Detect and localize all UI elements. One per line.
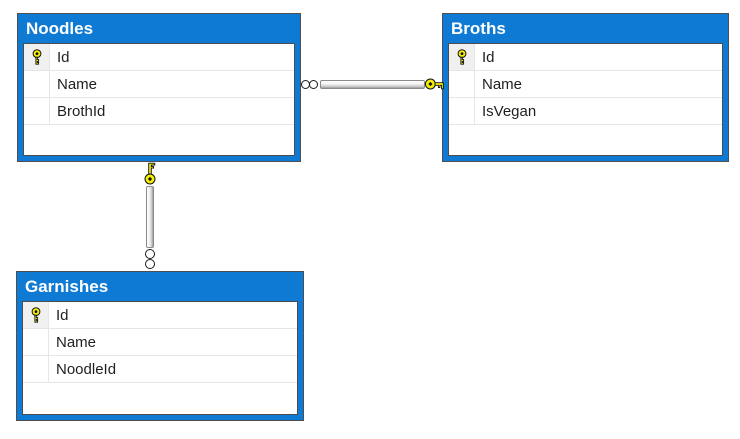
key-one-icon — [424, 78, 444, 90]
column-name: Id — [482, 48, 495, 66]
table-row[interactable]: Name — [23, 329, 297, 356]
table-row[interactable]: Id — [23, 302, 297, 329]
table-garnishes-body: Id Name NoodleId — [22, 301, 298, 415]
table-empty-area — [23, 383, 297, 414]
column-name: Name — [56, 333, 97, 351]
column-name: BrothId — [57, 102, 106, 120]
key-one-icon — [144, 162, 156, 185]
column-name: Name — [57, 75, 98, 93]
table-row[interactable]: Id — [449, 44, 722, 71]
column-name: Id — [56, 306, 69, 324]
column-name: Id — [57, 48, 70, 66]
column-name: IsVegan — [482, 102, 537, 120]
table-broths[interactable]: Broths Id Name IsVegan — [442, 13, 729, 162]
infinity-many-icon — [145, 249, 155, 269]
table-noodles[interactable]: Noodles Id Name BrothId — [17, 13, 301, 162]
table-row[interactable]: BrothId — [24, 98, 294, 125]
table-garnishes-header[interactable]: Garnishes — [25, 277, 109, 296]
icon-cell — [24, 71, 50, 97]
column-name: Name — [482, 75, 523, 93]
icon-cell — [23, 329, 49, 355]
relationship-noodles-garnishes[interactable] — [142, 162, 158, 272]
primary-key-icon — [457, 49, 466, 65]
icon-cell — [449, 71, 475, 97]
column-name: NoodleId — [56, 360, 117, 378]
pk-cell — [24, 44, 50, 70]
table-row[interactable]: Name — [24, 71, 294, 98]
table-row[interactable]: NoodleId — [23, 356, 297, 383]
table-row[interactable]: Name — [449, 71, 722, 98]
relationship-line[interactable] — [146, 186, 154, 248]
table-noodles-header[interactable]: Noodles — [26, 19, 94, 38]
primary-key-icon — [32, 49, 41, 65]
primary-key-icon — [31, 307, 40, 323]
table-noodles-body: Id Name BrothId — [23, 43, 295, 156]
pk-cell — [449, 44, 475, 70]
relationship-line[interactable] — [320, 80, 425, 89]
pk-cell — [23, 302, 49, 328]
table-empty-area — [24, 125, 294, 155]
table-empty-area — [449, 125, 722, 155]
icon-cell — [24, 98, 50, 124]
relationship-noodles-broths[interactable] — [301, 76, 445, 93]
icon-cell — [449, 98, 475, 124]
table-row[interactable]: IsVegan — [449, 98, 722, 125]
infinity-many-icon — [301, 80, 319, 89]
table-garnishes[interactable]: Garnishes Id Name NoodleId — [16, 271, 304, 421]
icon-cell — [23, 356, 49, 382]
table-broths-body: Id Name IsVegan — [448, 43, 723, 156]
table-row[interactable]: Id — [24, 44, 294, 71]
table-broths-header[interactable]: Broths — [451, 19, 506, 38]
